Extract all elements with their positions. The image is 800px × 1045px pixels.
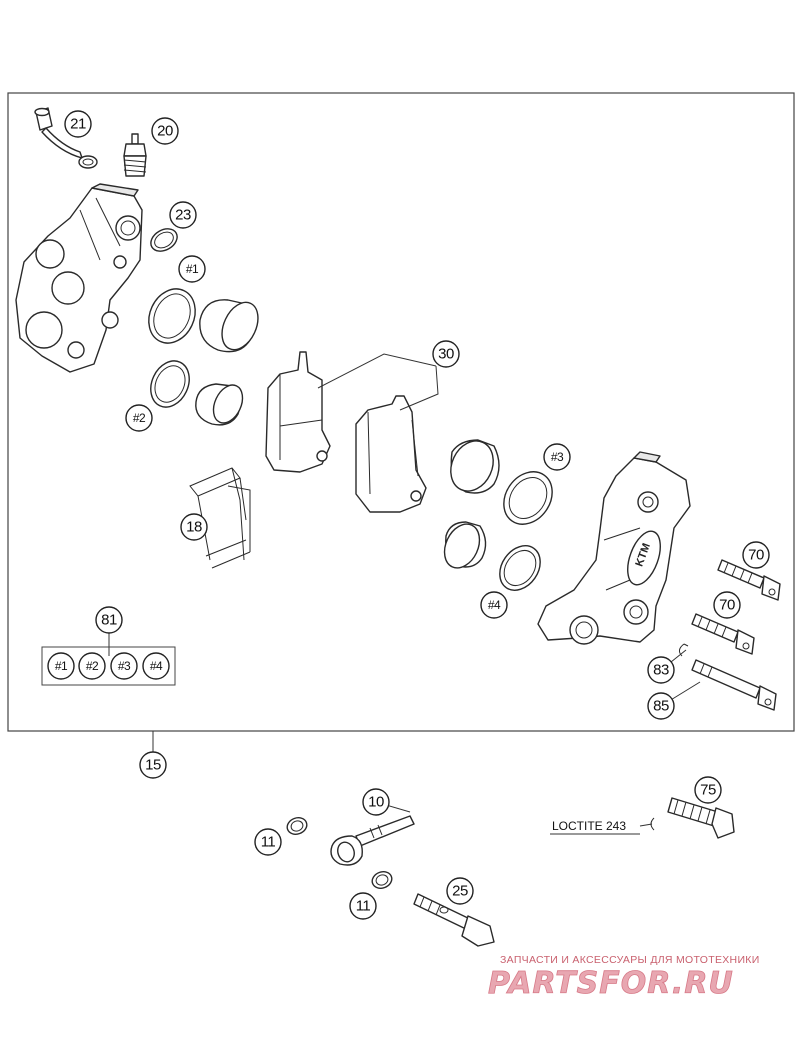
brake-pad-right-part [355, 395, 427, 513]
assembly-frame [7, 92, 795, 732]
callout-11-upper: 11 [254, 828, 282, 856]
bleeder-screw-part [123, 133, 147, 177]
watermark-brand: PARTSFOR.RU [488, 966, 734, 1001]
callout-18: 18 [180, 513, 208, 541]
callout-11-lower: 11 [349, 892, 377, 920]
piston-small-right-part [443, 521, 487, 569]
callout-15: 15 [139, 751, 167, 779]
sealing-washer-lower-part [371, 871, 393, 889]
callout-20: 20 [151, 117, 179, 145]
svg-text:30: 30 [438, 346, 454, 363]
seal-kit-box [41, 646, 176, 686]
piston-seal-1-part [148, 288, 196, 344]
brake-line-part [330, 815, 415, 866]
svg-text:25: 25 [452, 883, 468, 900]
bleeder-cap-part [34, 107, 98, 169]
svg-text:10: 10 [368, 794, 384, 811]
bolt-70-upper-part [717, 559, 781, 601]
brake-pad-left-part [265, 351, 331, 473]
bolt-70-lower-part [691, 613, 755, 655]
svg-text:11: 11 [356, 898, 371, 915]
callout-seal-2: #2 [125, 404, 153, 432]
svg-text:18: 18 [186, 519, 202, 536]
callout-21: 21 [64, 110, 92, 138]
svg-text:70: 70 [719, 597, 735, 614]
callout-10: 10 [362, 788, 390, 816]
callout-30: 30 [432, 340, 460, 368]
svg-text:#3: #3 [118, 659, 131, 673]
piston-large-right-part [450, 439, 500, 494]
svg-text:75: 75 [700, 782, 716, 799]
callout-83: 83 [647, 656, 675, 684]
callout-25: 25 [446, 877, 474, 905]
retaining-clip-part [678, 643, 689, 657]
svg-text:21: 21 [70, 116, 86, 133]
callout-81: 81 [95, 606, 123, 634]
callout-seal-3: #3 [543, 443, 571, 471]
svg-text:83: 83 [653, 662, 669, 679]
svg-text:20: 20 [157, 123, 173, 140]
piston-small-left-part [195, 383, 244, 426]
svg-text:#3: #3 [551, 450, 564, 464]
callout-70-upper: 70 [742, 541, 770, 569]
banjo-bolt-part [413, 893, 495, 947]
svg-text:11: 11 [261, 834, 276, 851]
watermark-tagline: ЗАПЧАСТИ И АКСЕССУАРЫ ДЛЯ МОТОТЕХНИКИ [500, 954, 760, 966]
callout-70-lower: 70 [713, 591, 741, 619]
svg-text:#2: #2 [133, 411, 146, 425]
callout-seal-1: #1 [178, 255, 206, 283]
svg-text:15: 15 [145, 757, 161, 774]
callout-kit-4: #4 [142, 652, 170, 680]
left-caliper-housing-part [15, 183, 143, 373]
right-caliper-housing-part: KTM [537, 451, 691, 645]
piston-large-left-part [199, 299, 259, 353]
svg-text:#4: #4 [150, 659, 163, 673]
piston-seal-3-part [503, 471, 553, 525]
callout-kit-1: #1 [47, 652, 75, 680]
piston-seal-4-part [499, 545, 541, 591]
callout-kit-2: #2 [78, 652, 106, 680]
svg-text:#1: #1 [55, 659, 68, 673]
svg-text:81: 81 [101, 612, 117, 629]
sealing-washer-upper-part [286, 817, 308, 835]
callout-75: 75 [694, 776, 722, 804]
svg-text:70: 70 [748, 547, 764, 564]
piston-seal-2-part [150, 360, 190, 408]
svg-text:#4: #4 [488, 598, 501, 612]
leader-lines [108, 353, 701, 827]
pad-pin-bolt-part [691, 659, 777, 711]
caliper-mounting-bolt-part [650, 797, 735, 839]
callout-seal-4: #4 [480, 591, 508, 619]
callout-kit-3: #3 [110, 652, 138, 680]
svg-text:#1: #1 [186, 262, 199, 276]
svg-text:#2: #2 [86, 659, 99, 673]
loctite-note: LOCTITE 243 [552, 819, 626, 833]
o-ring-part [150, 228, 178, 252]
svg-text:23: 23 [175, 207, 191, 224]
callout-85: 85 [647, 692, 675, 720]
callout-23: 23 [169, 201, 197, 229]
svg-text:85: 85 [653, 698, 669, 715]
